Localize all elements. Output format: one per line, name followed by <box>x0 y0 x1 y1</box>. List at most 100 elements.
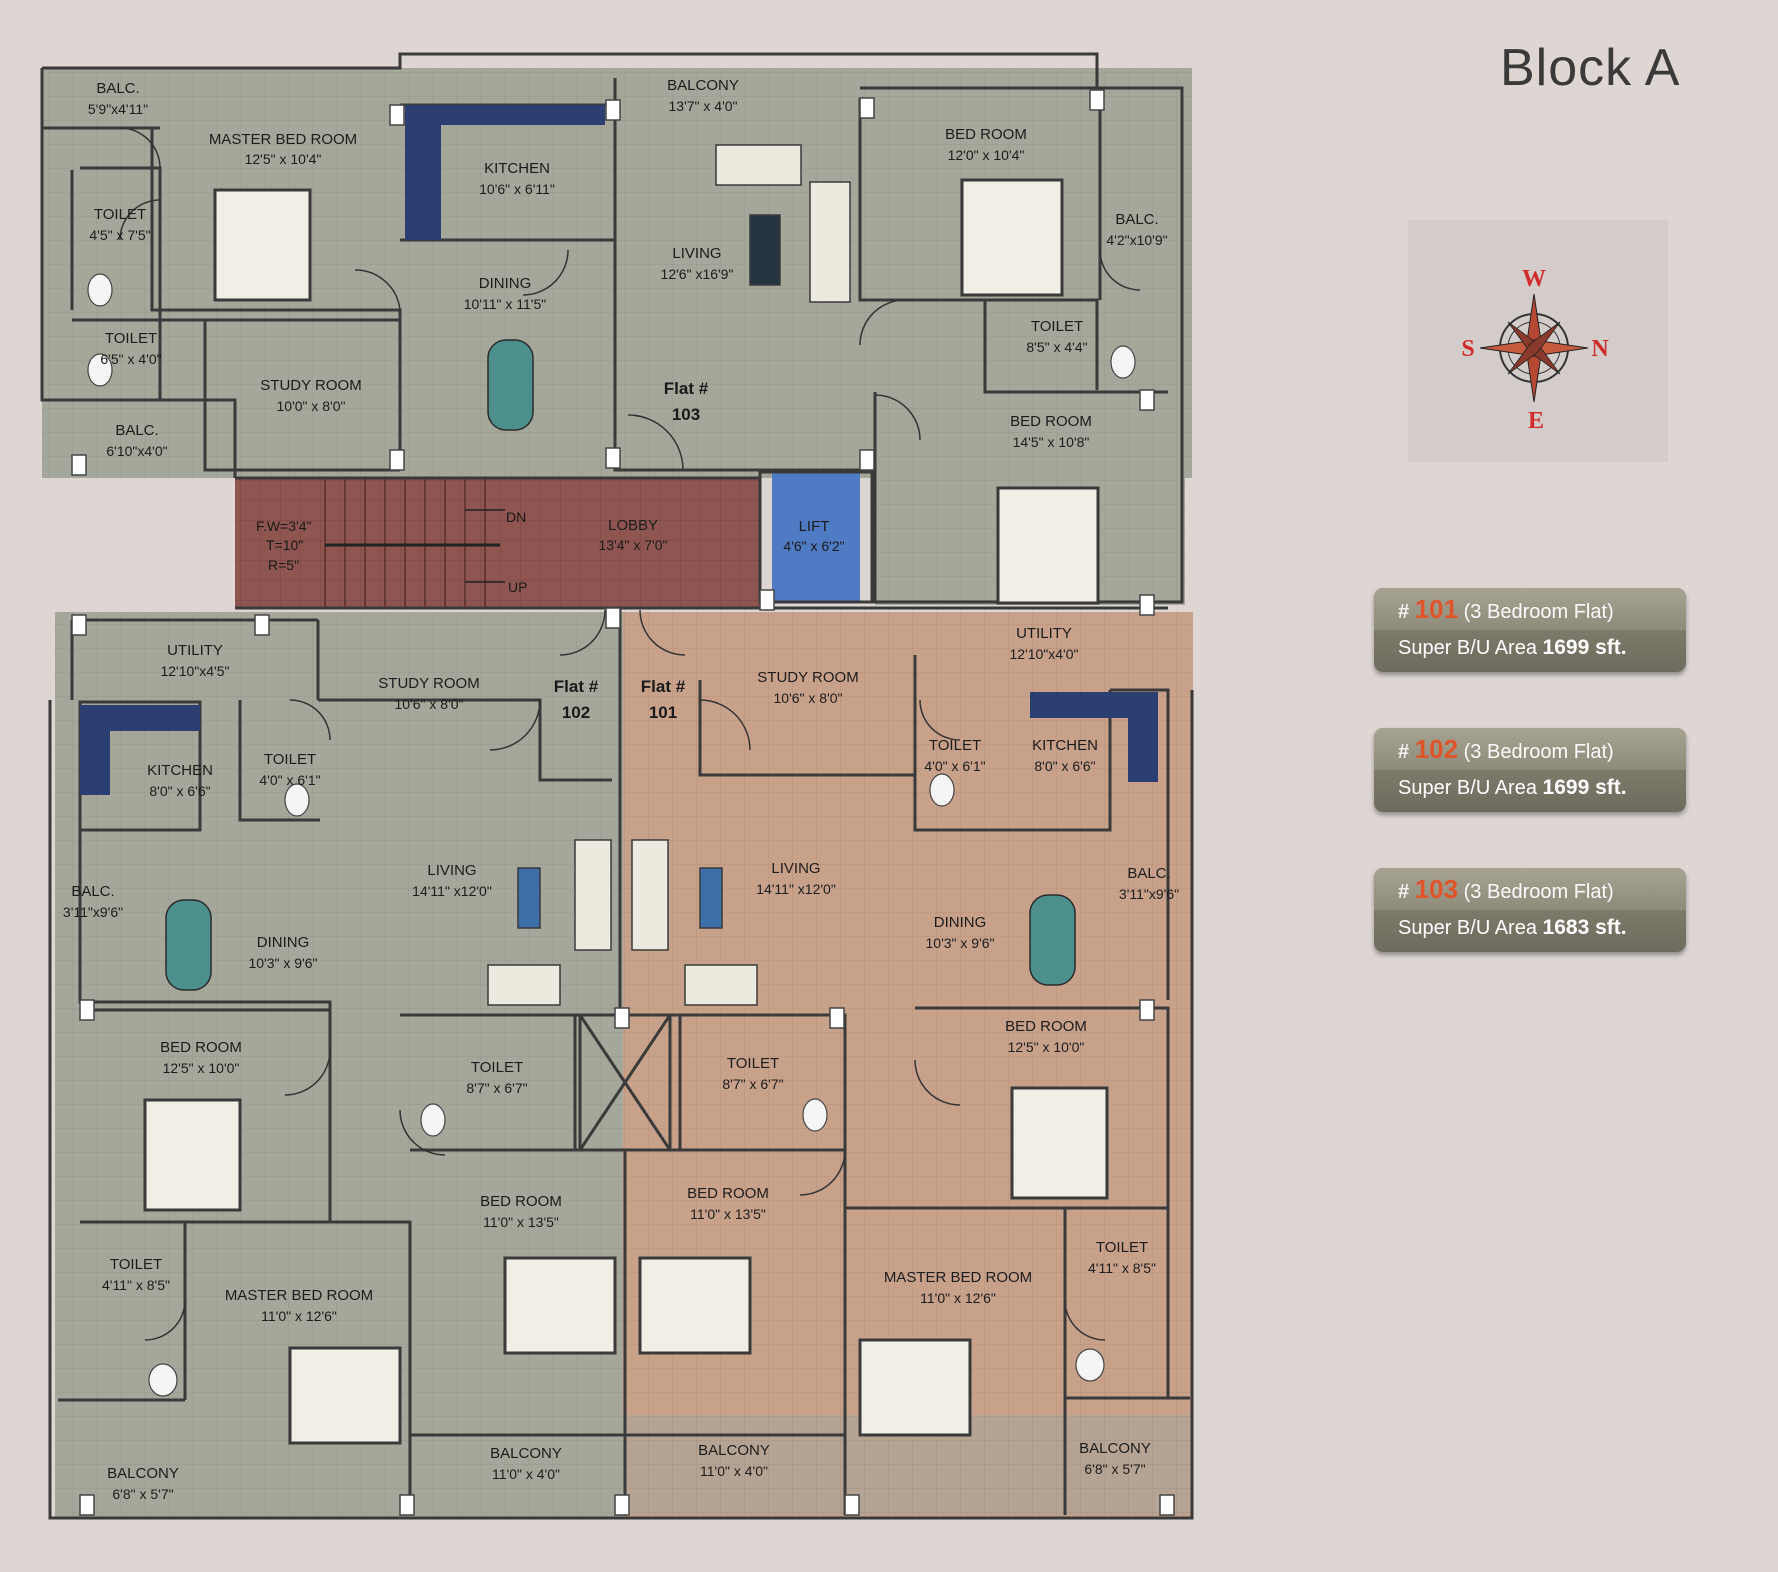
room-r29-name: DINING <box>257 934 310 951</box>
legend-102-type: (3 Bedroom Flat) <box>1463 741 1614 763</box>
room-r33-name: TOILET <box>727 1055 779 1072</box>
legend-103-hash: # <box>1398 881 1410 903</box>
room-r4-name: BALCONY <box>667 77 739 94</box>
room-r26-dim: 14'11" x12'0" <box>412 883 492 899</box>
stair-labels: F.W=3'4" T=10" R=5" DN UP <box>256 509 527 595</box>
lobby-floor <box>235 478 760 608</box>
stair-up: UP <box>508 579 527 595</box>
compass-panel: W S N E <box>1408 220 1668 462</box>
room-r19-dim: 10'6" x 8'0" <box>774 690 843 706</box>
room-r38-name: MASTER BED ROOM <box>225 1287 373 1304</box>
room-r42-name: BALCONY <box>490 1445 562 1462</box>
beds <box>143 178 1109 1445</box>
room-r33-dim: 8'7" x 6'7" <box>722 1076 783 1092</box>
room-r15-dim: 13'4" x 7'0" <box>599 537 668 553</box>
room-r1-dim: 5'9"x4'11" <box>88 101 148 117</box>
legend-103-type: (3 Bedroom Flat) <box>1463 881 1614 903</box>
room-r13-dim: 14'5" x 10'8" <box>1013 434 1090 450</box>
room-r15-name: LOBBY <box>608 517 658 534</box>
room-r14-dim: 6'10"x4'0" <box>106 443 167 459</box>
room-r43-dim: 11'0" x 4'0" <box>700 1463 768 1479</box>
stair-dn: DN <box>506 509 526 525</box>
room-r31-name: BED ROOM <box>160 1039 242 1056</box>
room-r37-name: TOILET <box>110 1256 162 1273</box>
flat-101-label: Flat # <box>641 677 686 696</box>
room-r4-dim: 13'7" x 4'0" <box>669 98 738 114</box>
stair-fw: F.W=3'4" <box>256 518 312 534</box>
room-r44-name: BALCONY <box>1079 1440 1151 1457</box>
legend-101-hash: # <box>1398 601 1410 623</box>
room-r18-dim: 10'6" x 8'0" <box>395 696 464 712</box>
room-r3-dim: 10'6" x 6'11" <box>479 181 555 197</box>
room-r8-name: LIVING <box>672 245 721 262</box>
room-r8-dim: 12'6" x16'9" <box>661 266 734 282</box>
block-title: Block A <box>1500 39 1681 97</box>
room-r36-name: BED ROOM <box>687 1185 769 1202</box>
room-r16-dim: 4'6" x 6'2" <box>783 538 844 554</box>
columns <box>71 89 1175 1516</box>
compass-n: N <box>1591 336 1609 362</box>
room-r22-dim: 4'0" x 6'1" <box>259 772 320 788</box>
kitchen-counters <box>80 105 1158 795</box>
room-r3-name: KITCHEN <box>484 160 550 177</box>
room-r39-name: MASTER BED ROOM <box>884 1269 1032 1286</box>
room-r24-dim: 8'0" x 6'6" <box>1034 758 1095 774</box>
legend-101-type: (3 Bedroom Flat) <box>1463 601 1614 623</box>
legend-103-area-label: Super B/U Area <box>1398 917 1537 939</box>
walls <box>40 52 1194 1520</box>
room-r11-dim: 6'5" x 4'0" <box>100 351 161 367</box>
staircase <box>324 478 505 608</box>
room-r24-name: KITCHEN <box>1032 737 1098 754</box>
flat-103-label: Flat # <box>664 379 709 398</box>
room-r39-dim: 11'0" x 12'6" <box>920 1290 996 1306</box>
room-r29-dim: 10'3" x 9'6" <box>249 955 318 971</box>
room-r10-name: TOILET <box>1031 318 1083 335</box>
room-r7-name: TOILET <box>94 206 146 223</box>
room-r37-dim: 4'11" x 8'5" <box>102 1277 170 1293</box>
room-r38-dim: 11'0" x 12'6" <box>261 1308 337 1324</box>
stair-t: T=10" <box>266 537 303 553</box>
room-r40-name: TOILET <box>1096 1239 1148 1256</box>
room-r31-dim: 12'5" x 10'0" <box>163 1060 240 1076</box>
room-r17-dim: 12'10"x4'5" <box>160 663 229 679</box>
room-r20-dim: 12'10"x4'0" <box>1009 646 1078 662</box>
room-r25-name: BALC. <box>71 883 114 900</box>
room-r17-name: UTILITY <box>167 642 223 659</box>
room-r9-name: DINING <box>479 275 532 292</box>
room-r36-dim: 11'0" x 13'5" <box>690 1206 766 1222</box>
room-r5-name: BED ROOM <box>945 126 1027 143</box>
sofas <box>487 144 851 1006</box>
lift-floor <box>772 472 860 602</box>
room-r21-dim: 8'0" x 6'6" <box>149 783 210 799</box>
legend-103-area-value: 1683 sft. <box>1542 916 1627 939</box>
room-r40-dim: 4'11" x 8'5" <box>1088 1260 1156 1276</box>
compass-s: S <box>1461 336 1474 362</box>
room-r19-name: STUDY ROOM <box>757 669 858 686</box>
room-r21-name: KITCHEN <box>147 762 213 779</box>
legend-102-area-value: 1699 sft. <box>1542 776 1627 799</box>
room-r5-dim: 12'0" x 10'4" <box>948 147 1025 163</box>
room-r30-name: DINING <box>934 914 987 931</box>
room-r10-dim: 8'5" x 4'4" <box>1026 339 1087 355</box>
room-r34-name: BED ROOM <box>1005 1018 1087 1035</box>
legend-flat-103: # 103 (3 Bedroom Flat) Super B/U Area 16… <box>1374 868 1686 952</box>
room-r35-name: BED ROOM <box>480 1193 562 1210</box>
legend-102-number: 102 <box>1414 734 1459 764</box>
flat-102-number: 102 <box>562 703 590 722</box>
room-r42-dim: 11'0" x 4'0" <box>492 1466 560 1482</box>
room-r32-dim: 8'7" x 6'7" <box>466 1080 527 1096</box>
room-r23-name: TOILET <box>929 737 981 754</box>
room-r6-dim: 4'2"x10'9" <box>1106 232 1167 248</box>
legend-flat-102: # 102 (3 Bedroom Flat) Super B/U Area 16… <box>1374 728 1686 812</box>
room-r32-name: TOILET <box>471 1059 523 1076</box>
room-r43-name: BALCONY <box>698 1442 770 1459</box>
room-r28-name: BALC. <box>1127 865 1170 882</box>
legend-102-area-label: Super B/U Area <box>1398 777 1537 799</box>
room-r41-name: BALCONY <box>107 1465 179 1482</box>
sanitary-fixtures <box>87 273 1136 1397</box>
room-r28-dim: 3'11"x9'6" <box>1119 886 1179 902</box>
legend-102-hash: # <box>1398 741 1410 763</box>
room-r23-dim: 4'0" x 6'1" <box>924 758 985 774</box>
room-labels: BALC. 5'9"x4'11" MASTER BED ROOM 12'5" x… <box>63 77 1179 1502</box>
